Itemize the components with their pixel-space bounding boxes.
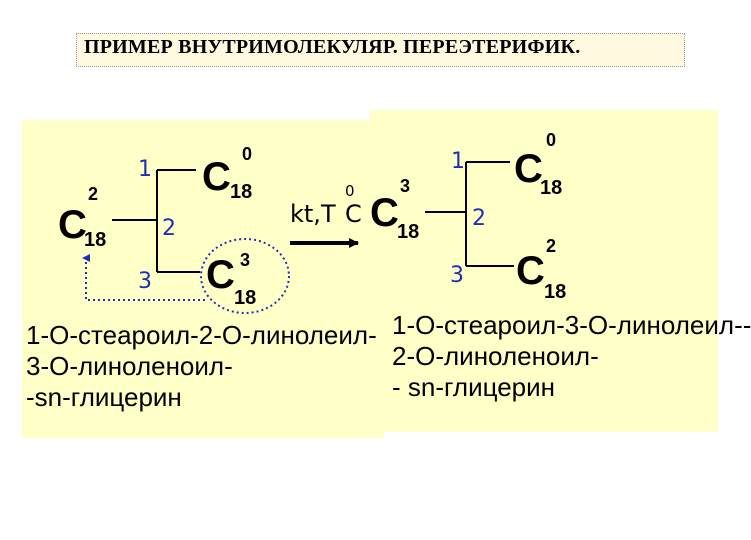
left-carbon-top: C <box>202 155 231 199</box>
left-structure: 1 2 3 C 18 0 C 18 2 C 18 3 <box>58 144 290 314</box>
reaction-arrow-group: kt,T 0 C <box>290 182 362 248</box>
left-position-1: 1 <box>138 157 152 182</box>
right-name-line-2: 2-О-линоленоил- <box>392 341 599 371</box>
reaction-unit: C <box>345 200 362 228</box>
left-position-3: 3 <box>138 269 152 294</box>
left-position-2: 2 <box>162 216 176 241</box>
left-panel <box>22 120 384 438</box>
right-carbon-top-subscript: 18 <box>540 177 562 199</box>
left-carbon-top-superscript: 0 <box>242 144 252 164</box>
right-name-line-3: - sn-глицерин <box>392 372 556 402</box>
right-carbon-bottom-subscript: 18 <box>544 281 566 303</box>
right-carbon-middle-subscript: 18 <box>397 221 419 243</box>
reaction-degree: 0 <box>345 182 355 200</box>
right-structure: 1 2 3 C 18 0 C 18 3 C 18 2 <box>370 130 566 303</box>
left-name-line-1: 1-О-стеароил-2-О-линолеил- <box>26 320 377 350</box>
left-name-line-3: -sn-глицерин <box>26 382 182 412</box>
left-carbon-bottom: C <box>206 253 235 297</box>
right-carbon-bottom-superscript: 2 <box>546 236 556 256</box>
left-carbon-top-subscript: 18 <box>230 181 252 203</box>
right-carbon-middle: C <box>370 191 399 235</box>
left-carbon-bottom-subscript: 18 <box>234 287 256 309</box>
right-name-line-1: 1-О-стеароил-3-О-линолеил-- <box>392 310 751 340</box>
right-position-2: 2 <box>472 206 486 231</box>
right-compound-name: 1-О-стеароил-3-О-линолеил-- 2-О-линолено… <box>392 310 751 403</box>
left-name-line-2: 3-О-линоленоил- <box>26 351 233 381</box>
right-position-3: 3 <box>450 263 464 288</box>
migration-highlight-circle <box>200 238 290 314</box>
left-carbon-middle-subscript: 18 <box>84 229 106 251</box>
right-carbon-top: C <box>514 147 543 191</box>
left-carbon-bottom-superscript: 3 <box>240 250 250 270</box>
reaction-conditions: kt,T <box>290 200 336 228</box>
left-carbon-middle: C <box>58 203 87 247</box>
right-panel <box>370 110 718 432</box>
right-carbon-middle-superscript: 3 <box>400 176 410 196</box>
slide-title: ПРИМЕР ВНУТРИМОЛЕКУЛЯР. ПЕРЕЭТЕРИФИК. <box>84 36 581 58</box>
migration-arrow <box>82 254 205 301</box>
right-carbon-top-superscript: 0 <box>546 130 556 150</box>
reaction-scheme: 1 2 3 C 18 0 C 18 2 C 18 3 kt,T 0 C 1 2 … <box>58 130 566 314</box>
right-position-1: 1 <box>451 149 465 174</box>
left-compound-name: 1-О-стеароил-2-О-линолеил- 3-О-линоленои… <box>26 320 377 413</box>
title-box <box>76 33 685 67</box>
left-carbon-middle-superscript: 2 <box>88 184 98 204</box>
right-carbon-bottom: C <box>516 249 545 293</box>
